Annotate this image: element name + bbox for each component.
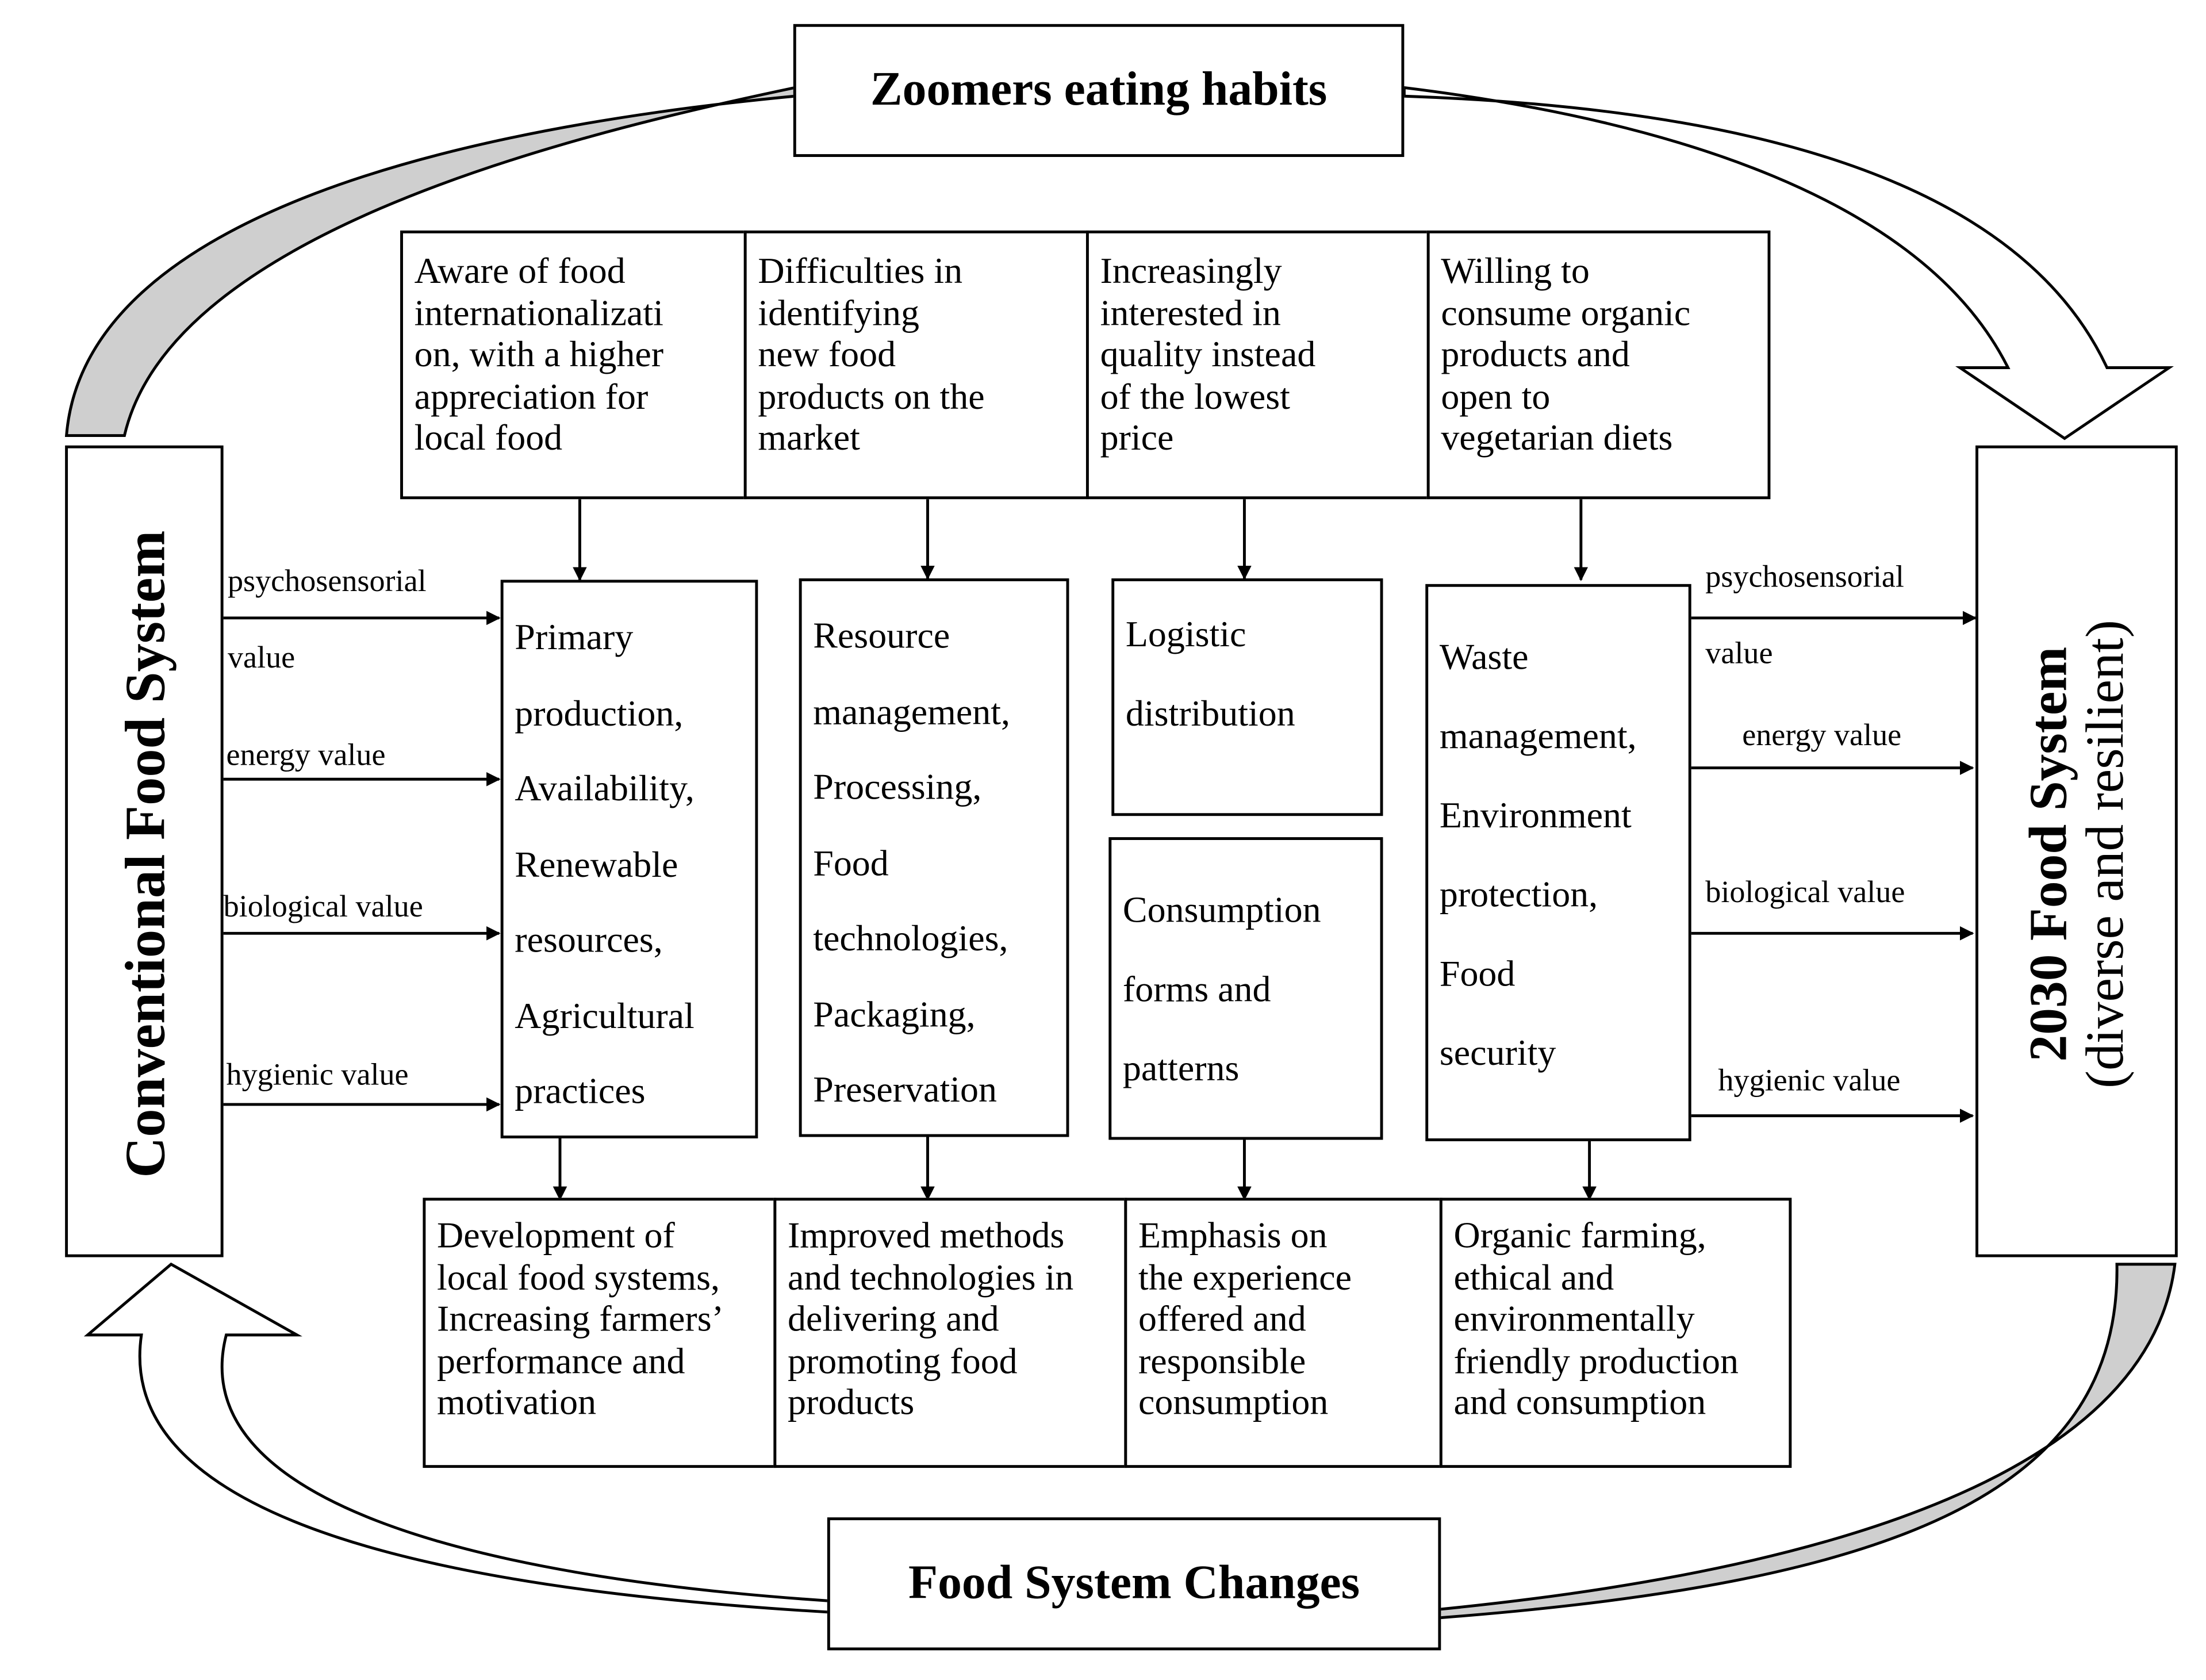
- cycle-arrow-bottom-left: [83, 1262, 830, 1614]
- stage-box-waste-management: Waste management, Environment protection…: [1425, 584, 1691, 1141]
- left-label-psychosensorial: psychosensorial: [227, 562, 427, 599]
- stage-box-logistic-distribution: Logistic distribution: [1111, 578, 1383, 816]
- right-label-hygienic: hygienic value: [1718, 1062, 1901, 1098]
- bottom-title-box: Food System Changes: [827, 1517, 1441, 1651]
- bottom-title: Food System Changes: [908, 1557, 1360, 1610]
- top-title: Zoomers eating habits: [870, 63, 1328, 116]
- future-food-system-box: 2030 Food System (diverse and resilient): [1975, 445, 2178, 1257]
- left-label-biological: biological value: [223, 888, 423, 924]
- conventional-food-system-box: Conventional Food System: [65, 445, 224, 1257]
- habit-box-new-products-difficulty: Difficulties in identifying new food pro…: [743, 230, 1089, 500]
- habit-box-food-internationalization: Aware of food internationalizati on, wit…: [400, 230, 747, 500]
- cycle-arrow-top-left: [64, 86, 796, 438]
- outcome-box-local-food-systems: Development of local food systems, Incre…: [423, 1198, 777, 1468]
- left-label-psychosensorial-value: value: [227, 639, 296, 675]
- outcome-box-experience-responsible: Emphasis on the experience offered and r…: [1124, 1198, 1442, 1468]
- left-label-energy: energy value: [226, 737, 386, 772]
- left-label-hygienic: hygienic value: [226, 1056, 409, 1092]
- habit-box-quality-interest: Increasingly interested in quality inste…: [1085, 230, 1430, 500]
- right-label-energy: energy value: [1742, 717, 1902, 753]
- future-food-system-label: 2030 Food System: [2019, 646, 2078, 1062]
- right-label-psychosensorial: psychosensorial: [1705, 558, 1904, 594]
- habit-box-organic-vegetarian: Willing to consume organic products and …: [1426, 230, 1771, 500]
- stage-box-primary-production: Primary production, Availability, Renewa…: [500, 580, 758, 1138]
- right-label-biological: biological value: [1705, 874, 1905, 910]
- cycle-arrow-top-right: [1402, 86, 2174, 440]
- future-food-system-sublabel: (diverse and resilient): [2075, 620, 2135, 1089]
- stage-box-consumption-patterns: Consumption forms and patterns: [1108, 837, 1383, 1140]
- conventional-food-system-label: Conventional Food System: [112, 530, 177, 1178]
- top-title-box: Zoomers eating habits: [793, 24, 1405, 158]
- right-label-psychosensorial-value: value: [1705, 635, 1773, 670]
- outcome-box-improved-methods: Improved methods and technologies in del…: [773, 1198, 1127, 1468]
- stage-box-resource-management: Resource management, Processing, Food te…: [799, 578, 1069, 1137]
- outcome-box-organic-farming: Organic farming, ethical and environment…: [1439, 1198, 1792, 1468]
